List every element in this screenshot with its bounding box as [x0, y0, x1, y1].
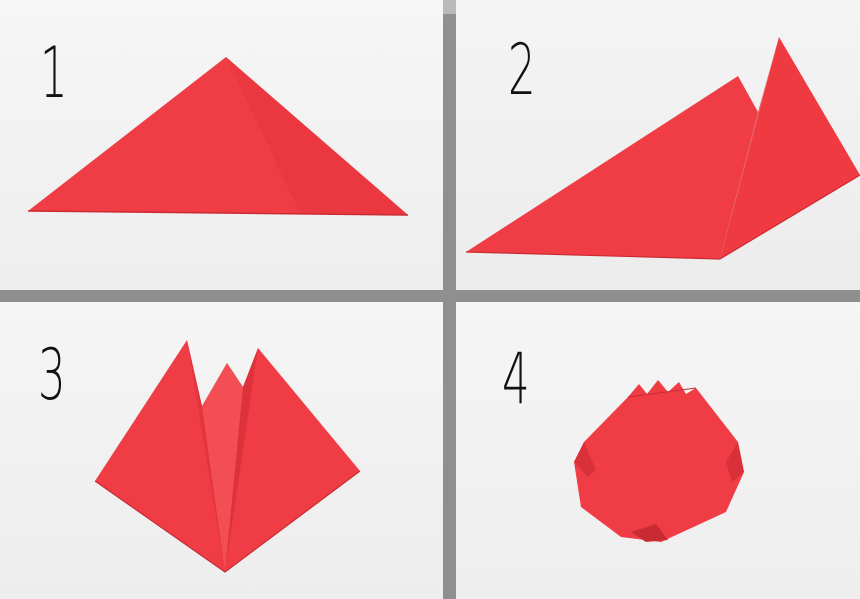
horizontal-divider	[0, 290, 860, 302]
step-1-folded-triangle	[0, 0, 443, 290]
step-4-panel: 4	[456, 302, 860, 599]
step-3-panel: 3	[0, 302, 443, 599]
step-2-folded-corner	[456, 0, 860, 290]
vertical-divider	[443, 14, 456, 599]
step-4-folded-flower	[456, 302, 860, 599]
step-3-tulip-shape	[0, 302, 443, 599]
step-1-panel: 1	[0, 0, 443, 290]
step-2-panel: 2	[456, 0, 860, 290]
